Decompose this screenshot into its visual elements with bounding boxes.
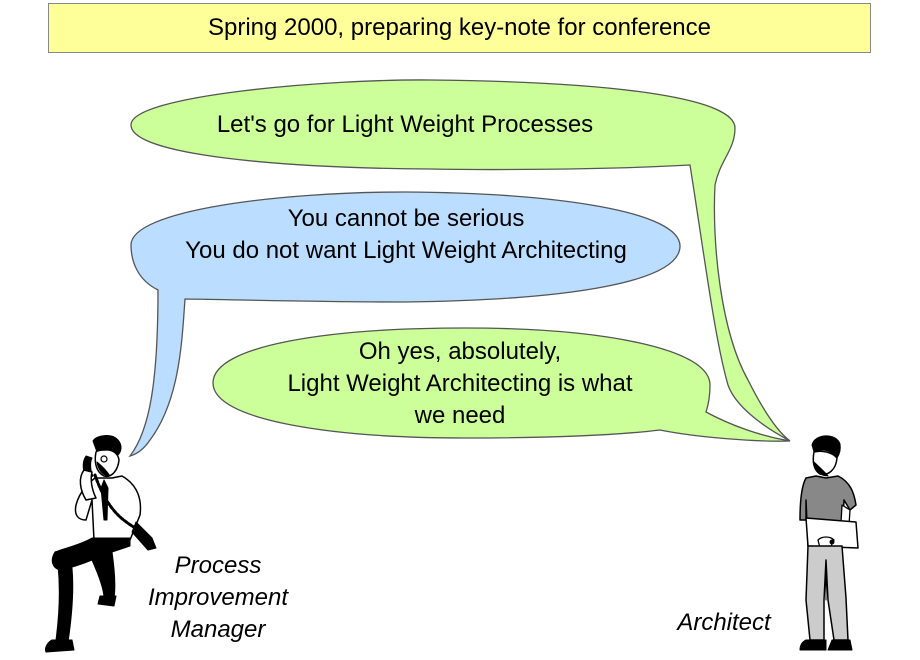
bubble-line: Oh yes, absolutely, — [358, 338, 562, 365]
speech-bubble-architect-second — [212, 327, 791, 442]
bubble-line: Light Weight Architecting is what — [287, 370, 633, 397]
speech-bubble-manager-reply — [128, 191, 681, 458]
manager-role-label: Process Improvement Manager — [128, 550, 308, 646]
title-text: Spring 2000, preparing key-note for conf… — [208, 14, 711, 41]
bubble-manager-reply-text: You cannot be serious You do not want Li… — [131, 203, 681, 267]
label-line: Process — [174, 552, 262, 579]
speech-bubble-architect-first — [130, 79, 791, 442]
label-line: Architect — [677, 609, 771, 636]
bubble-architect-second-text: Oh yes, absolutely, Light Weight Archite… — [215, 336, 705, 432]
bubble-line: You cannot be serious — [287, 205, 525, 232]
architect-figure — [799, 435, 859, 651]
label-line: Manager — [170, 616, 266, 643]
label-line: Improvement — [147, 584, 289, 611]
bubble-architect-first-text: Let's go for Light Weight Processes — [130, 109, 680, 141]
architect-role-label: Architect — [660, 607, 788, 639]
bubble-line: we need — [414, 402, 506, 429]
bubble-line: You do not want Light Weight Architectin… — [185, 237, 627, 264]
manager-figure — [45, 435, 157, 653]
title-banner: Spring 2000, preparing key-note for conf… — [48, 3, 871, 53]
bubble-line: Let's go for Light Weight Processes — [216, 111, 594, 138]
